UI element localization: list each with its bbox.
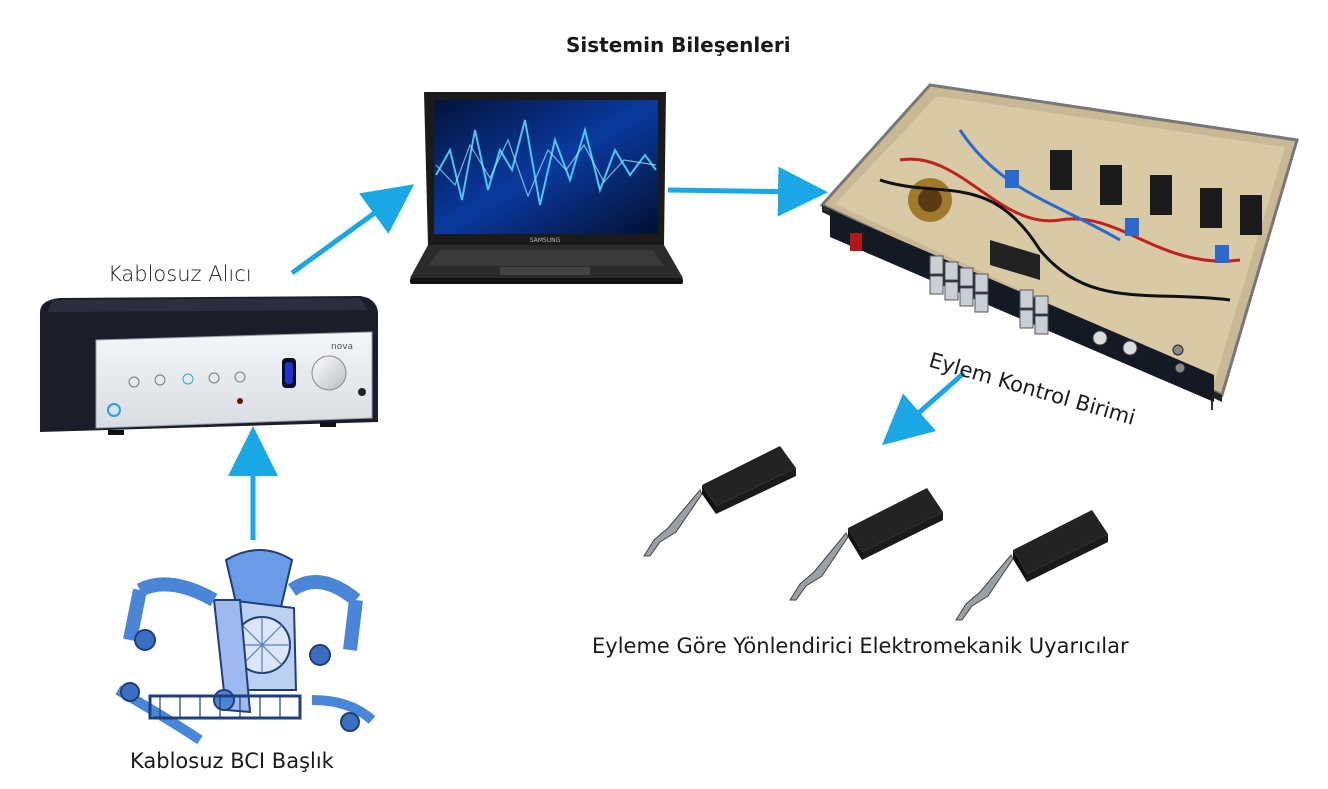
- receiver-label: Kablosuz Alıcı: [108, 262, 252, 286]
- receiver-device-icon: nova: [40, 296, 378, 435]
- stimulator-icon: [643, 446, 796, 557]
- arrow-control-unit-to-stimulators: [881, 371, 966, 446]
- laptop-brand-label: SAMSUNG: [530, 237, 561, 244]
- headset-label: Kablosuz BCI Başlık: [130, 749, 334, 773]
- diagram-title: Sistemin Bileşenleri: [566, 33, 791, 57]
- stimulator-icon: [955, 510, 1108, 621]
- laptop-icon: SAMSUNG: [410, 92, 683, 284]
- arrow-laptop-to-control-unit: [667, 166, 828, 217]
- arrow-receiver-to-laptop: [290, 184, 415, 276]
- bci-headset-icon: [115, 549, 376, 745]
- stimulators-label: Eyleme Göre Yönlendirici Elektromekanik …: [592, 634, 1129, 658]
- control-unit-icon: [819, 83, 1299, 410]
- stimulator-icon: [789, 488, 943, 601]
- receiver-brand-label: nova: [331, 342, 353, 352]
